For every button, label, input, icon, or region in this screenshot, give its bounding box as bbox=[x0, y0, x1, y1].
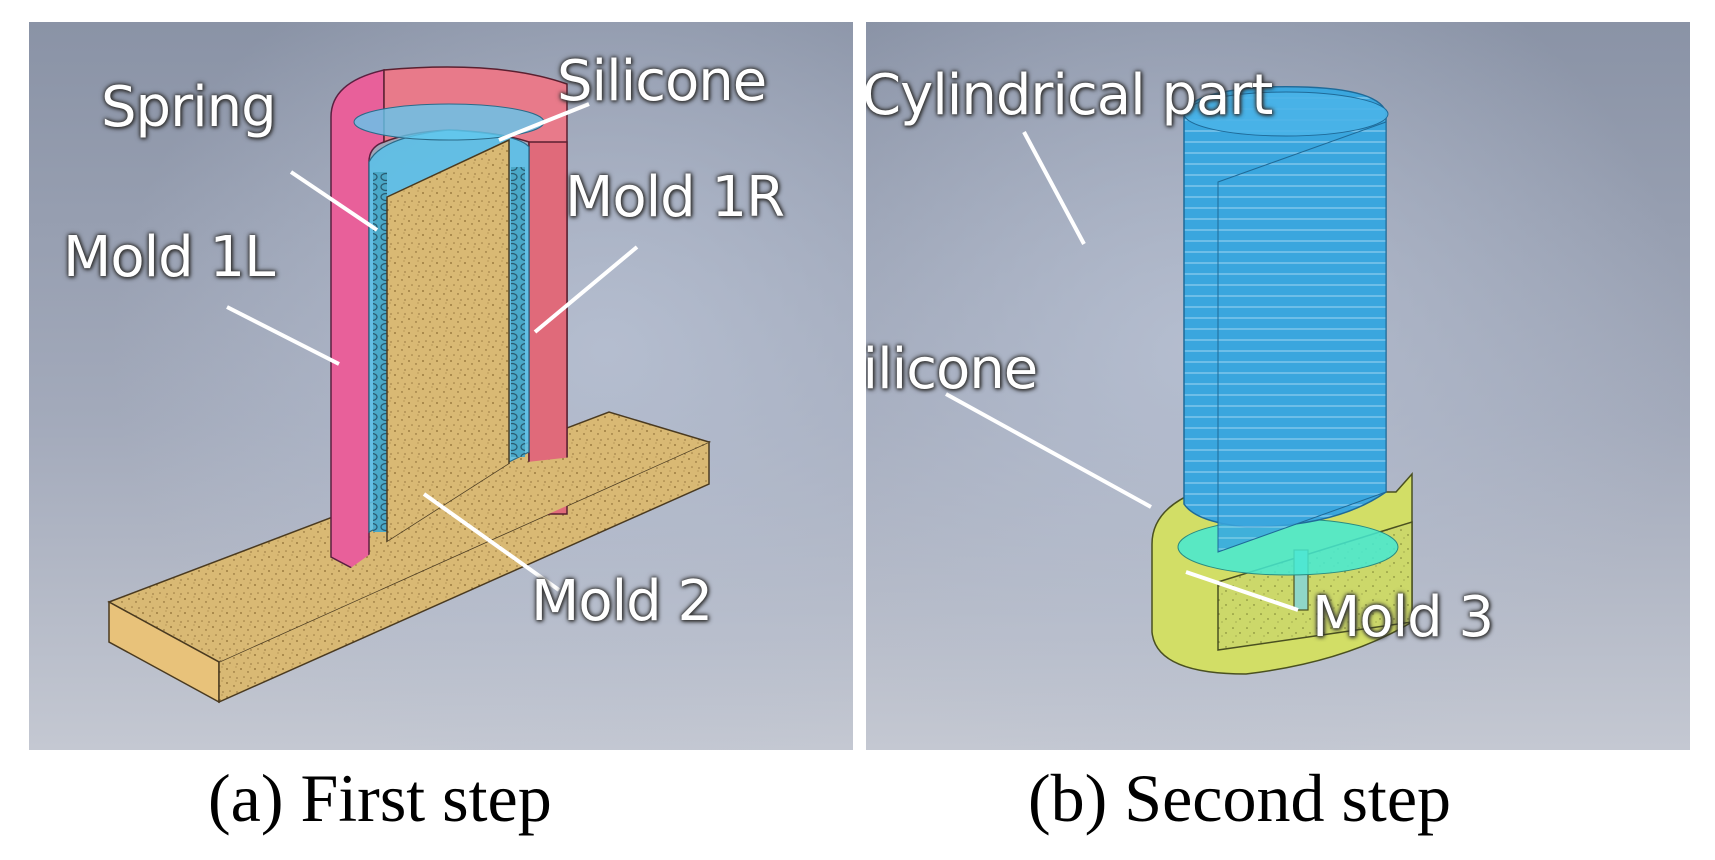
label-spring: Spring bbox=[101, 75, 277, 140]
label-mold-3: Mold 3 bbox=[1312, 585, 1494, 650]
spring-leader bbox=[289, 170, 379, 232]
first-step-illustration bbox=[29, 22, 853, 750]
label-silicone-b: Silicone bbox=[866, 337, 1038, 402]
label-mold-1l: Mold 1L bbox=[63, 225, 275, 290]
mold-2-leader bbox=[422, 492, 561, 592]
mold-1r-leader bbox=[533, 245, 639, 334]
spring-left-coil bbox=[373, 172, 387, 532]
caption-first-step: (a) First step bbox=[208, 760, 552, 836]
cylindrical-part-cut-face bbox=[1217, 121, 1387, 553]
second-step-illustration bbox=[866, 22, 1690, 750]
mold-1r-wall bbox=[528, 141, 568, 515]
label-mold-2: Mold 2 bbox=[531, 569, 713, 634]
mold-2-base-front bbox=[218, 440, 710, 704]
mold-3-leader bbox=[1185, 570, 1299, 612]
label-mold-1r: Mold 1R bbox=[565, 165, 785, 230]
cylindrical-part-top bbox=[1183, 91, 1389, 137]
label-cylindrical-part: Cylindrical part bbox=[866, 63, 1273, 128]
silicone-b-leader bbox=[945, 392, 1152, 509]
panel-second-step: Cylindrical part Silicone Mold 3 bbox=[866, 22, 1690, 750]
label-silicone-a: Silicone bbox=[557, 49, 767, 114]
cylindrical-part-leader bbox=[1022, 131, 1086, 245]
silicone-leader bbox=[498, 102, 590, 142]
mold-2-junction bbox=[219, 442, 709, 662]
mold-1l-leader bbox=[226, 305, 340, 366]
panel-first-step: Spring Silicone Mold 1R Mold 1L Mold 2 bbox=[29, 22, 853, 750]
caption-second-step: (b) Second step bbox=[1028, 760, 1452, 836]
spring-right-coil bbox=[511, 167, 525, 457]
